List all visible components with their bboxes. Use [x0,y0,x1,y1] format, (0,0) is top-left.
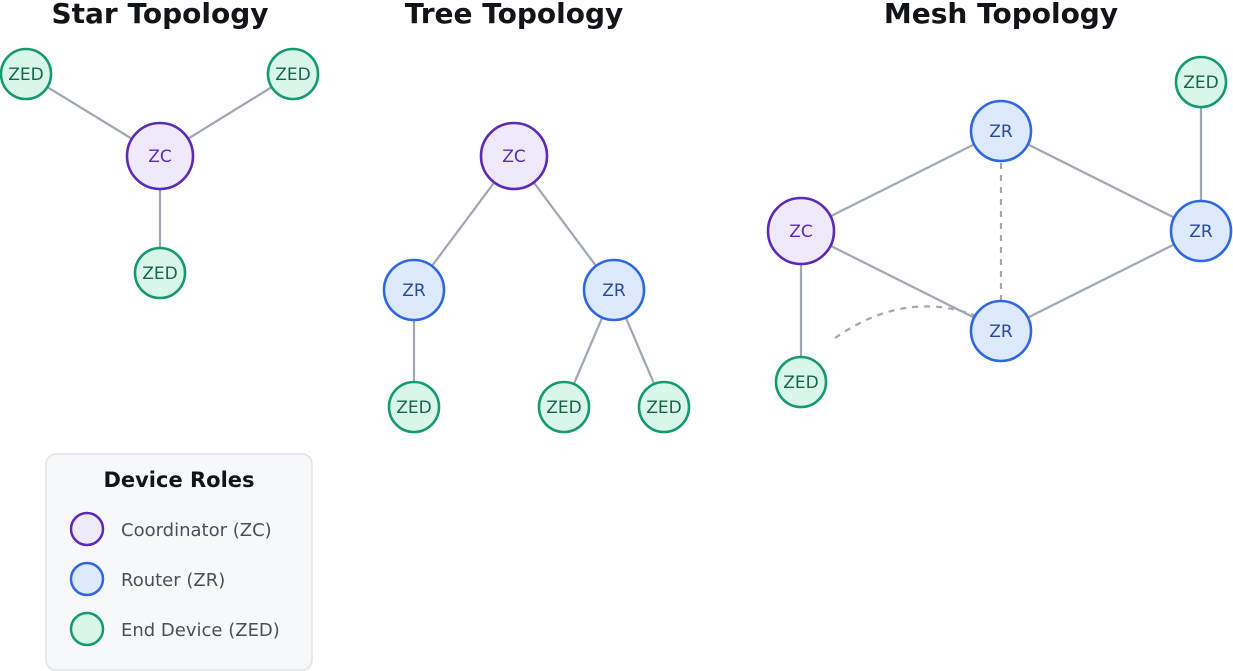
star-zed-2-node: ZED [266,47,320,101]
tree-zed-2-circle [537,380,591,434]
mesh-zr-right-node: ZR [1169,199,1233,263]
tree-zc-node: ZC [479,121,549,191]
tree-topology-title: Tree Topology [405,0,624,30]
mesh-zr-right-circle [1169,199,1233,263]
mesh-zc-label: ZC [789,222,813,242]
star-zc-circle [125,121,195,191]
tree-edge-tree-zc-to-tree-zr-1 [431,181,496,267]
legend-swatch-end-device [69,611,105,647]
tree-zc-label: ZC [502,147,526,167]
mesh-zed-bottom-node: ZED [774,355,828,409]
star-zed-2-circle [266,47,320,101]
mesh-topology-title: Mesh Topology [884,0,1118,30]
tree-zed-1-circle [387,380,441,434]
star-zc-label: ZC [148,147,172,167]
star-zed-1-circle [0,47,53,101]
legend-item-end-device: End Device (ZED) [69,611,280,647]
tree-zr-1-circle [382,258,446,322]
mesh-edge-mesh-zed-bottom-to-mesh-zr-bottom [834,305,980,339]
mesh-zed-bottom-circle [774,355,828,409]
mesh-zr-top-circle [969,99,1033,163]
tree-zed-1-label: ZED [396,398,431,418]
mesh-zr-right-label: ZR [1189,222,1213,242]
mesh-zed-bottom-label: ZED [783,373,818,393]
legend-swatch-coordinator [69,511,105,547]
tree-zed-3-label: ZED [646,398,681,418]
tree-zed-2-node: ZED [537,380,591,434]
star-zed-1-label: ZED [8,65,43,85]
legend-box [45,453,313,671]
legend: Device Roles Coordinator (ZC) Router (ZR… [45,453,313,671]
mesh-zed-top-circle [1174,55,1228,109]
star-edge-star-zc-to-star-zed-1 [46,86,133,140]
legend-item-coordinator: Coordinator (ZC) [69,511,272,547]
nodes-layer: ZC ZED ZED ZED ZC ZR ZR ZED ZED ZED ZC ZR ZR ZR ZED ZED [0,47,1233,434]
mesh-edge-mesh-zr-top-to-mesh-zr-right [1027,143,1175,219]
edges-layer [46,86,1203,385]
tree-zed-3-circle [637,380,691,434]
star-zc-node: ZC [125,121,195,191]
mesh-zed-top-label: ZED [1183,73,1218,93]
mesh-zr-bottom-node: ZR [969,299,1033,363]
star-zed-2-label: ZED [275,65,310,85]
tree-edge-tree-zc-to-tree-zr-2 [532,181,597,267]
tree-zr-1-node: ZR [382,258,446,322]
mesh-edge-mesh-zc-to-mesh-zr-top [830,143,975,218]
legend-swatch-router [69,561,105,597]
mesh-zr-bottom-label: ZR [989,322,1013,342]
star-edge-star-zc-to-star-zed-2 [187,86,273,140]
tree-zr-2-node: ZR [582,258,646,322]
tree-edge-tree-zr-2-to-tree-zed-3 [624,317,656,385]
legend-item-router: Router (ZR) [69,561,225,597]
mesh-zr-top-node: ZR [969,99,1033,163]
legend-title: Device Roles [103,468,254,492]
mesh-zr-bottom-circle [969,299,1033,363]
star-zed-3-node: ZED [133,246,187,300]
tree-edge-tree-zr-2-to-tree-zed-2 [572,317,604,385]
tree-zed-3-node: ZED [637,380,691,434]
mesh-zc-circle [766,196,836,266]
legend-label-end-device: End Device (ZED) [121,620,280,641]
tree-zr-2-label: ZR [602,281,626,301]
tree-zed-1-node: ZED [387,380,441,434]
mesh-zr-top-label: ZR [989,122,1013,142]
star-topology-title: Star Topology [51,0,268,30]
tree-zr-2-circle [582,258,646,322]
legend-label-coordinator: Coordinator (ZC) [121,520,272,541]
star-zed-1-node: ZED [0,47,53,101]
mesh-zed-top-node: ZED [1174,55,1228,109]
mesh-zc-node: ZC [766,196,836,266]
mesh-edge-mesh-zc-to-mesh-zr-bottom [830,244,975,319]
tree-zc-circle [479,121,549,191]
star-zed-3-label: ZED [142,264,177,284]
legend-label-router: Router (ZR) [121,570,225,591]
star-zed-3-circle [133,246,187,300]
mesh-edge-mesh-zr-right-to-mesh-zr-bottom [1027,243,1175,319]
tree-zr-1-label: ZR [402,281,426,301]
tree-zed-2-label: ZED [546,398,581,418]
